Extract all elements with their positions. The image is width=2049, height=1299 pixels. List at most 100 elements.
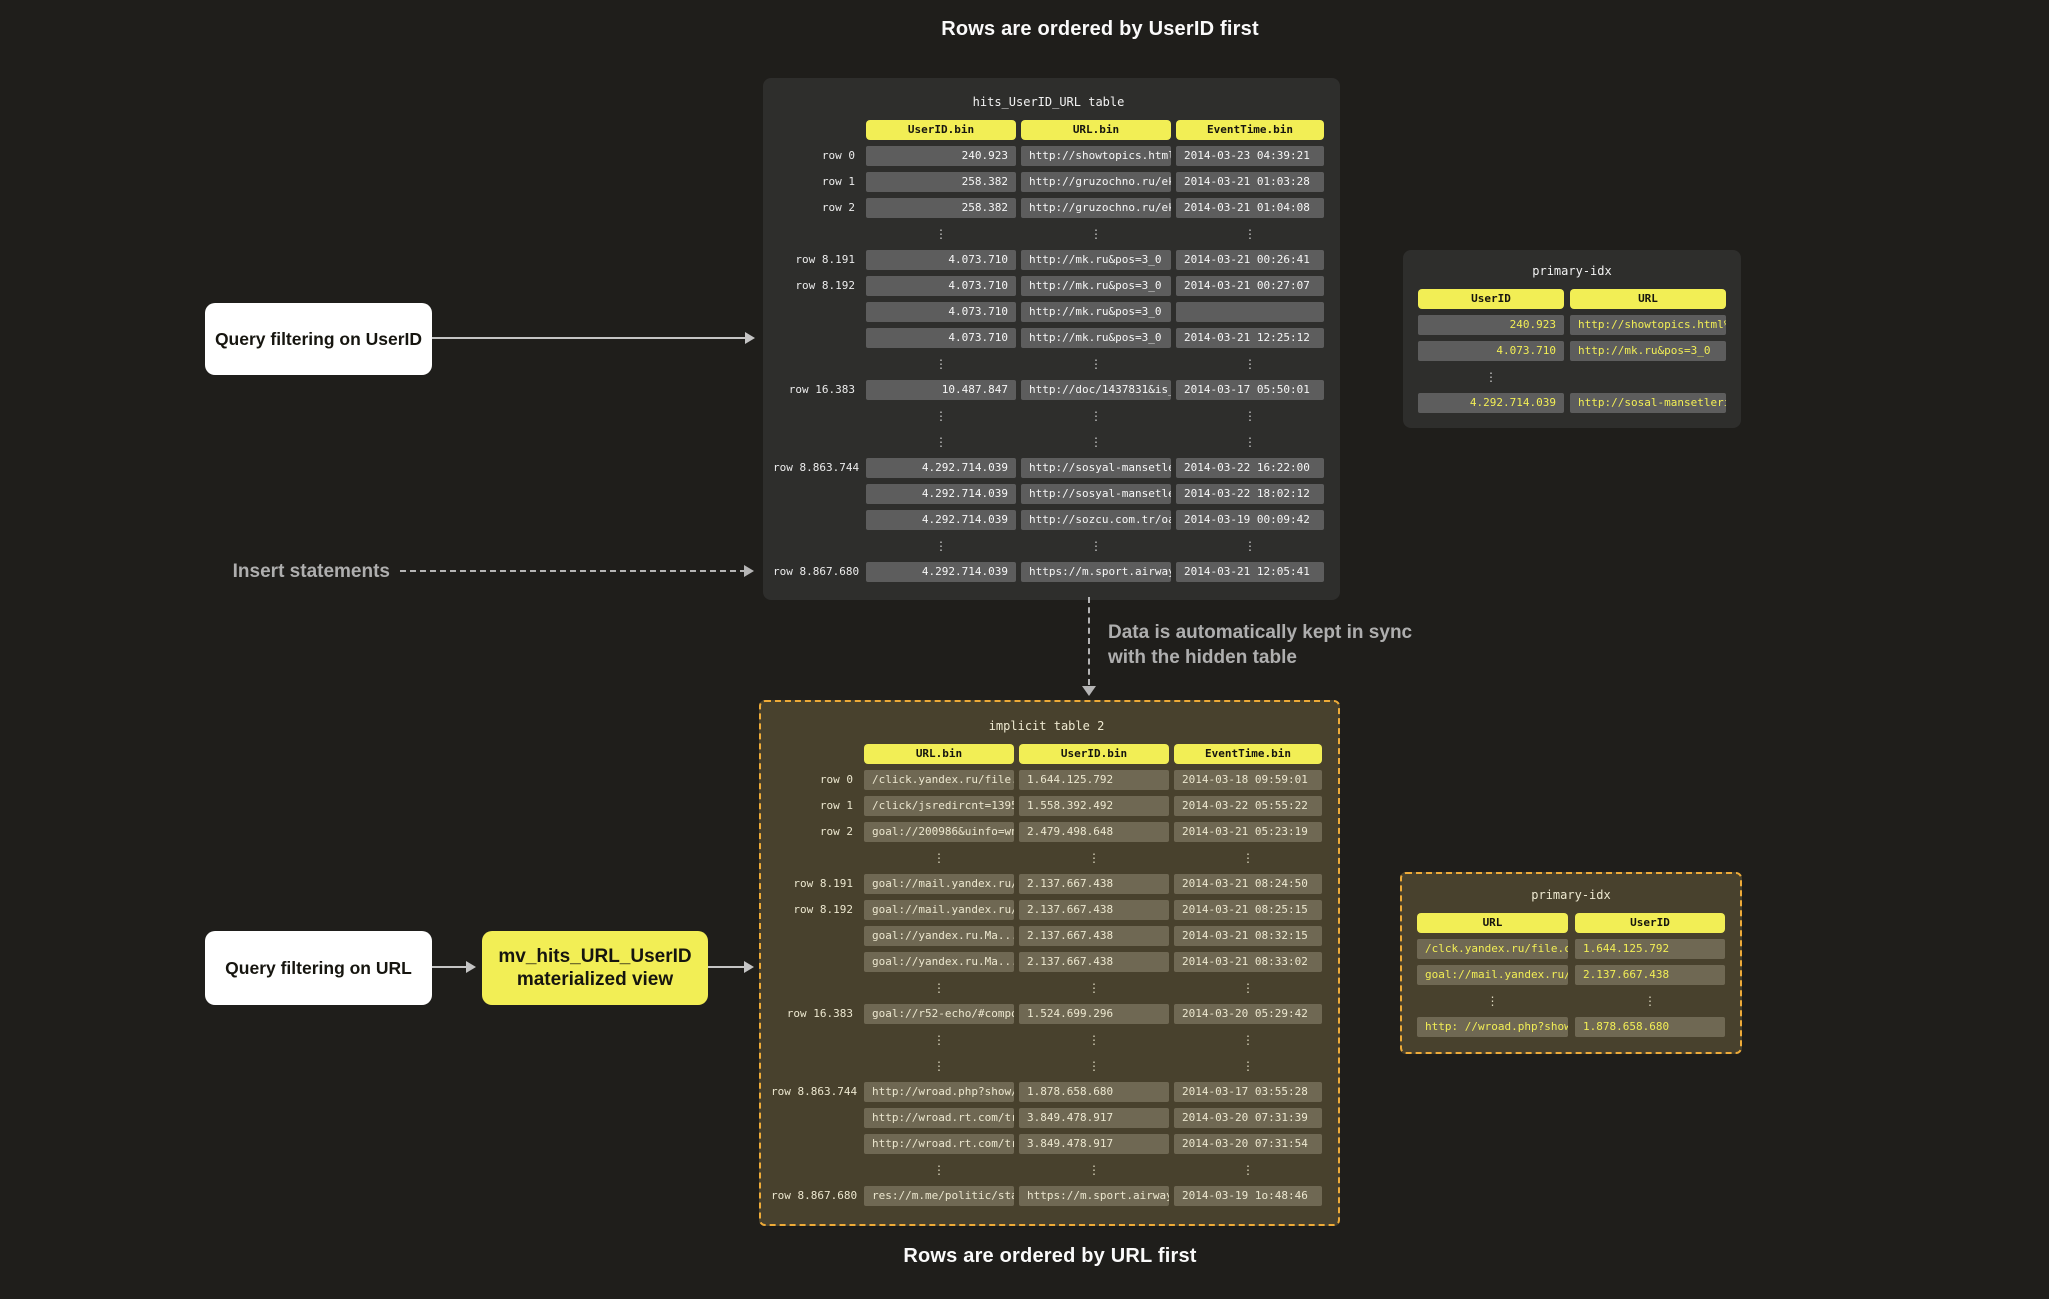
table-cell: goal://mail.yandex.ru/Ma...	[864, 874, 1014, 894]
ellipsis-dots: ⋮	[1244, 409, 1256, 423]
ellipsis-dots	[1570, 367, 1726, 387]
row-label: row 0	[821, 149, 855, 162]
query-filtering-userid-label: Query filtering on UserID	[214, 328, 423, 349]
sync-note: Data is automatically kept in sync with …	[1108, 620, 1412, 670]
row-label	[771, 1160, 859, 1180]
dots-row: ⋮⋮⋮	[773, 432, 1324, 452]
table-cell: 240.923	[1418, 315, 1564, 335]
table-row: 4.292.714.039http://sozcu.com.tr/oaut201…	[773, 510, 1324, 530]
column-header: URL	[1570, 289, 1726, 309]
table-cell: 2014-03-21 08:32:15	[1174, 926, 1322, 946]
dots-row: ⋮⋮⋮	[771, 1160, 1322, 1180]
sync-note-line2: with the hidden table	[1108, 647, 1297, 668]
dots-row: ⋮⋮⋮	[773, 354, 1324, 374]
table-cell: https://m.sport.airway/?	[1019, 1186, 1169, 1206]
table-cell: 2014-03-23 04:39:21	[1176, 146, 1324, 166]
table-cell: 2014-03-21 08:24:50	[1174, 874, 1322, 894]
column-header: UserID	[1575, 913, 1725, 933]
row-label: row 1	[821, 175, 855, 188]
ellipsis-dots: ⋮	[1088, 851, 1100, 865]
row-label: row 8.191	[793, 877, 853, 890]
table-cell: https://m.sport.airway/?	[1021, 562, 1171, 582]
ellipsis-dots: ⋮	[1485, 370, 1497, 384]
table-cell: 1.524.699.296	[1019, 1004, 1169, 1024]
row-label: row 0	[819, 773, 853, 786]
table-cell: 2.137.667.438	[1019, 900, 1169, 920]
table-cell: 2014-03-21 08:33:02	[1174, 952, 1322, 972]
ellipsis-dots: ⋮	[1242, 1059, 1254, 1073]
query-url-arrowhead-icon	[466, 961, 476, 973]
ellipsis-dots: ⋮	[935, 227, 947, 241]
row-label	[771, 978, 859, 998]
column-header: URL.bin	[864, 744, 1014, 764]
table-cell: 4.073.710	[1418, 341, 1564, 361]
table-cell: 10.487.847	[866, 380, 1016, 400]
table-cell: 2014-03-21 12:05:41	[1176, 562, 1324, 582]
ellipsis-dots: ⋮	[1244, 227, 1256, 241]
table-cell: 2014-03-21 01:04:08	[1176, 198, 1324, 218]
row-label: row 8.863.744	[771, 1085, 858, 1098]
table-cell: 1.644.125.792	[1575, 939, 1725, 959]
table-cell: http://mk.ru&pos=3_0	[1570, 341, 1726, 361]
table-cell: 2014-03-18 09:59:01	[1174, 770, 1322, 790]
table-cell	[1176, 302, 1324, 322]
table-cell: 2014-03-21 08:25:15	[1174, 900, 1322, 920]
query-filtering-url-box: Query filtering on URL	[205, 931, 432, 1005]
table-cell: 2014-03-21 01:03:28	[1176, 172, 1324, 192]
ellipsis-dots: ⋮	[1088, 1033, 1100, 1047]
table-row: row 2goal://200986&uinfo=wn-1...2.479.49…	[771, 822, 1322, 842]
table-cell: 2014-03-22 05:55:22	[1174, 796, 1322, 816]
dots-row: ⋮⋮⋮	[773, 536, 1324, 556]
ellipsis-dots: ⋮	[1088, 1163, 1100, 1177]
ellipsis-dots: ⋮	[933, 1033, 945, 1047]
dots-row: ⋮⋮⋮	[773, 224, 1324, 244]
row-label: row 8.863.744	[773, 461, 860, 474]
ellipsis-dots: ⋮	[935, 357, 947, 371]
table-row: 4.292.714.039http://sosal-mansetleri...	[1418, 393, 1726, 413]
materialized-view-subtitle: materialized view	[516, 969, 674, 990]
table-cell: 2014-03-21 00:27:07	[1176, 276, 1324, 296]
table-cell: http://gruzochno.ru/ekat...	[1021, 172, 1171, 192]
ellipsis-dots: ⋮	[1486, 994, 1499, 1008]
table-cell: http://gruzochno.ru/ekat...	[1021, 198, 1171, 218]
ellipsis-dots: ⋮	[1244, 357, 1256, 371]
table-cell: 2014-03-20 07:31:54	[1174, 1134, 1322, 1154]
ellipsis-dots: ⋮	[935, 409, 947, 423]
query-filtering-userid-box: Query filtering on UserID	[205, 303, 432, 375]
table-cell: http://showtopics.html%3...	[1570, 315, 1726, 335]
table-cell: 3.849.478.917	[1019, 1108, 1169, 1128]
ellipsis-dots: ⋮	[933, 981, 945, 995]
table-cell: res://m.me/politic/stati...	[864, 1186, 1014, 1206]
row-label	[771, 848, 859, 868]
row-label	[773, 328, 861, 348]
table-row: goal://mail.yandex.ru/Ma...2.137.667.438	[1417, 965, 1725, 985]
table-cell: 2014-03-20 05:29:42	[1174, 1004, 1322, 1024]
row-label	[773, 354, 861, 374]
row-label	[773, 484, 861, 504]
row-label: row 8.867.680	[771, 1189, 858, 1202]
row-label: row 2	[821, 201, 855, 214]
table-cell: http://wroad.php?show/7...	[864, 1082, 1014, 1102]
ellipsis-dots: ⋮	[1242, 851, 1254, 865]
row-label	[771, 926, 859, 946]
table-cell: goal://mail.yandex.ru/Ma...	[864, 900, 1014, 920]
table-cell: goal://r52-echo/#compose...	[864, 1004, 1014, 1024]
ellipsis-dots: ⋮	[933, 1059, 945, 1073]
row-label	[773, 406, 861, 426]
table-cell: http://mk.ru&pos=3_0	[1021, 328, 1171, 348]
query-url-arrow-line	[432, 966, 468, 968]
table-cell: 2014-03-19 1o:48:46	[1174, 1186, 1322, 1206]
table-cell: 4.292.714.039	[866, 484, 1016, 504]
table-cell: 240.923	[866, 146, 1016, 166]
table-cell: /clck.yandex.ru/file.com...	[1417, 939, 1568, 959]
ellipsis-dots: ⋮	[1242, 1163, 1254, 1177]
row-label	[773, 510, 861, 530]
bottom-title: Rows are ordered by URL first	[903, 1245, 1197, 1267]
row-label: row 8.867.680	[773, 565, 860, 578]
table-cell: 2014-03-19 00:09:42	[1176, 510, 1324, 530]
mv-arrowhead-icon	[744, 961, 754, 973]
table-cell: 2.137.667.438	[1019, 874, 1169, 894]
